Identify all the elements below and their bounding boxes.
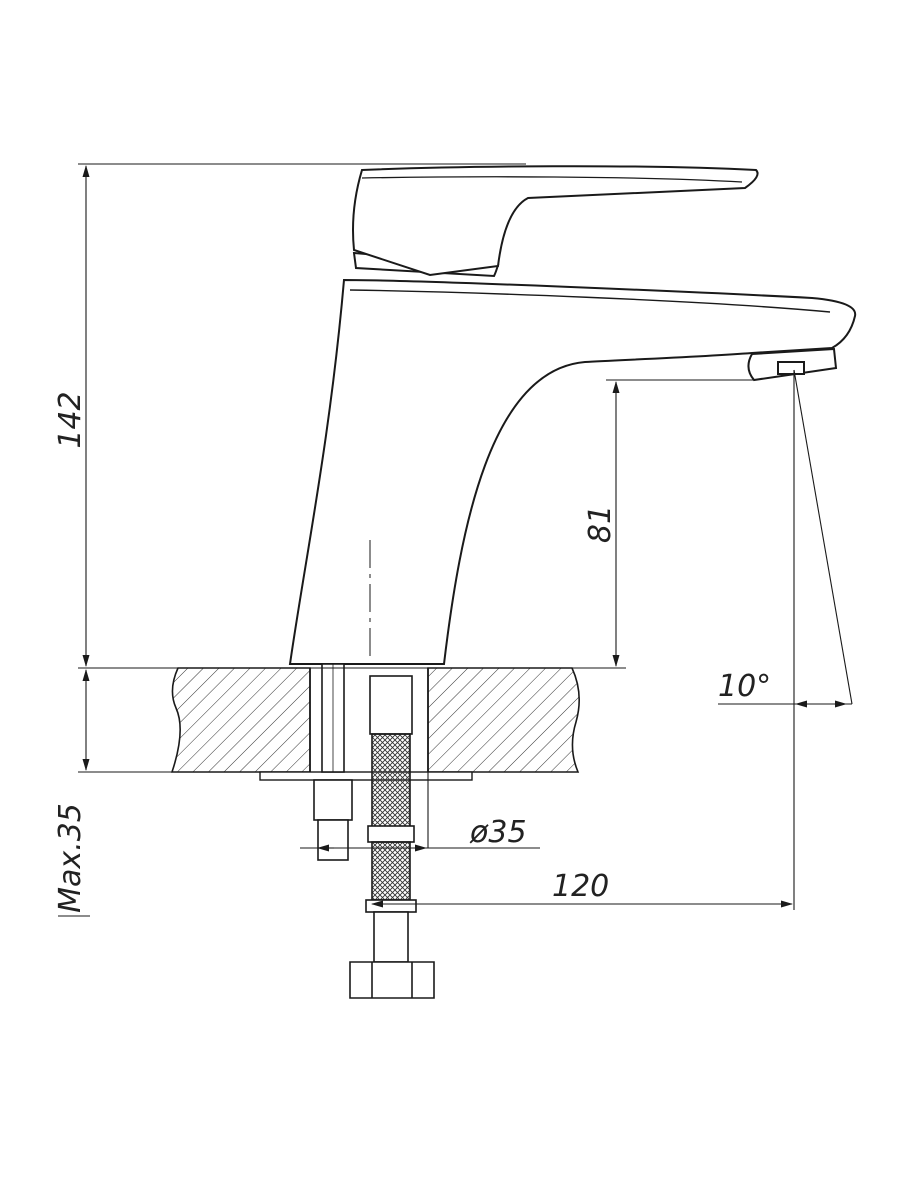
dim-label-max35: Max.35 — [53, 803, 88, 913]
mounting-washer — [259, 771, 473, 781]
dim-label-142: 142 — [53, 391, 88, 448]
dim-label-angle: 10° — [718, 669, 771, 704]
mounting-stud — [313, 663, 353, 861]
dimension-lines — [58, 163, 853, 917]
faucet-body — [288, 165, 857, 665]
dim-label-diameter: ø35 — [469, 815, 527, 850]
dim-label-reach: 120 — [552, 869, 609, 904]
dim-label-81: 81 — [583, 505, 618, 543]
supply-hose — [349, 675, 435, 999]
countertop-section — [170, 667, 580, 773]
